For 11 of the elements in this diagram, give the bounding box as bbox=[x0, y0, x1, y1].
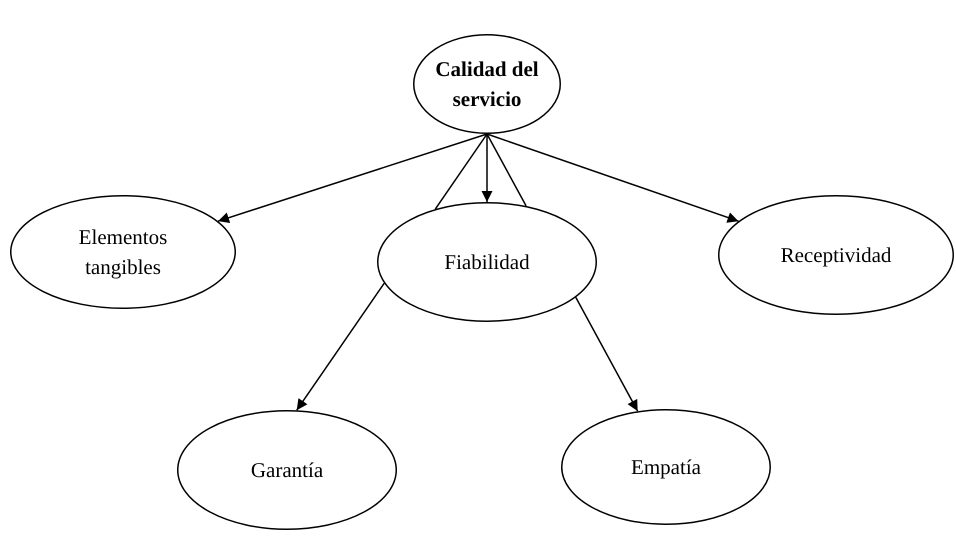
arrow bbox=[575, 297, 638, 412]
node-label: Calidad del servicio bbox=[434, 56, 540, 113]
arrow bbox=[486, 133, 739, 223]
node-label: Fiabilidad bbox=[443, 248, 531, 276]
node-label: Elementos tangibles bbox=[78, 224, 168, 281]
arrow bbox=[218, 133, 488, 224]
node-label: Receptividad bbox=[780, 242, 892, 269]
node-label: Empatía bbox=[630, 454, 702, 481]
node-label: Garantía bbox=[250, 456, 324, 484]
arrow bbox=[482, 134, 492, 202]
arrow bbox=[296, 282, 385, 411]
